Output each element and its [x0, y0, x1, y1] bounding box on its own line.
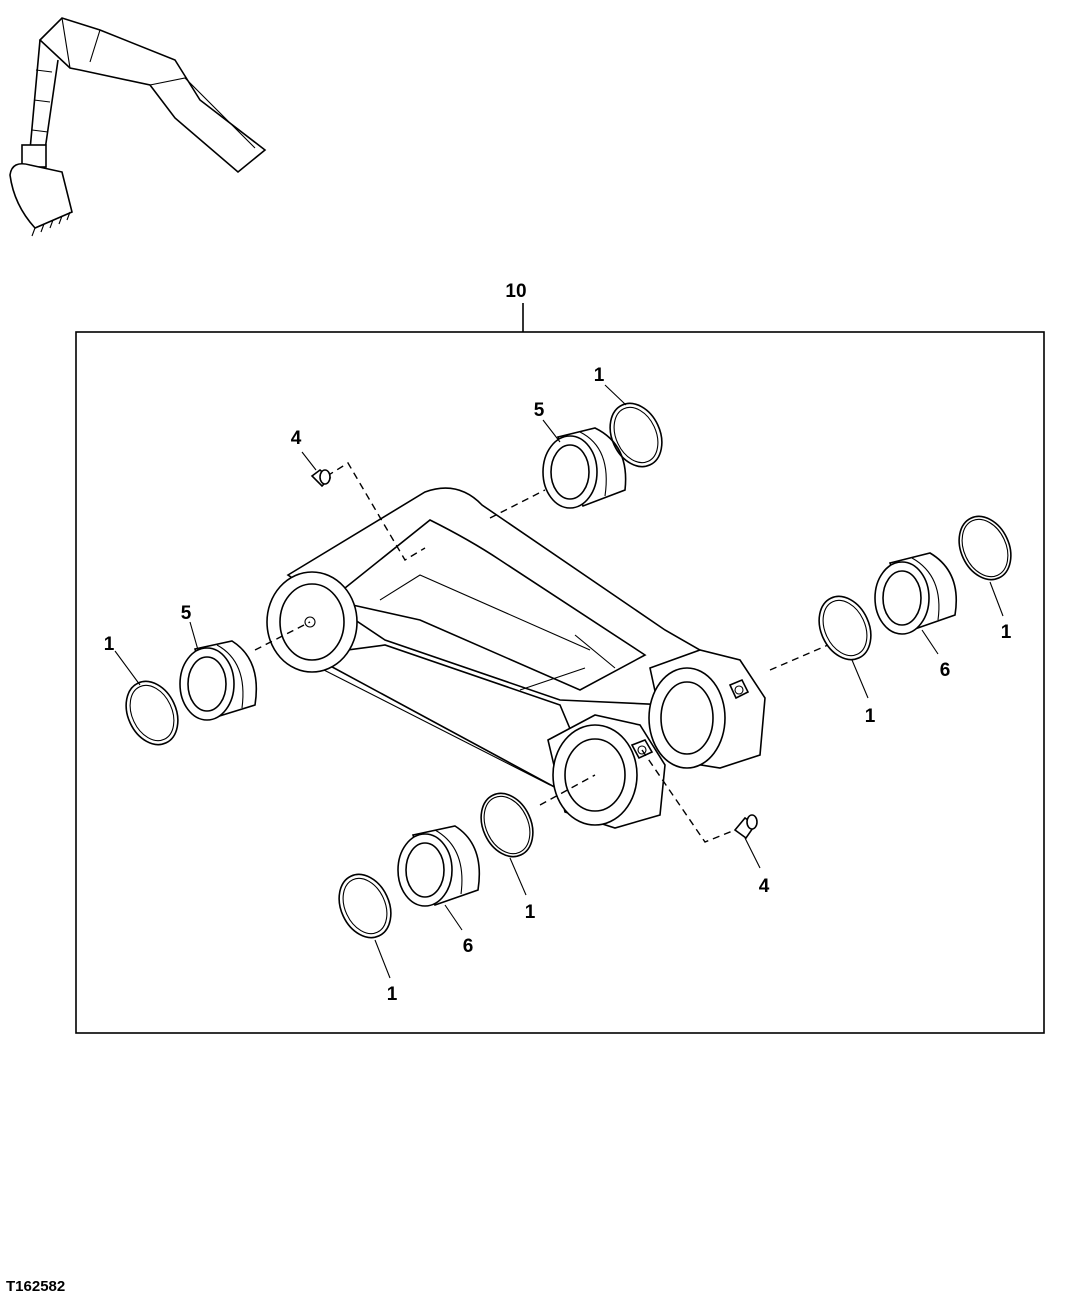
callout-6-right: 6 [940, 660, 951, 681]
seal-ring-mid-right [818, 595, 872, 661]
seal-ring-lower-mid [480, 792, 534, 858]
bushing-lower [397, 825, 481, 907]
callout-4-upper: 4 [291, 428, 302, 449]
bushing-right [874, 552, 957, 635]
figure-id: T162582 [6, 1278, 66, 1295]
grease-fitting-upper [310, 468, 332, 488]
callout-1-mid-right: 1 [865, 706, 876, 727]
callout-labels: 10 1 5 4 5 1 1 6 1 4 1 6 1 [104, 281, 1012, 1005]
callout-1-lower-left: 1 [387, 984, 398, 1005]
bushing-upper-right [542, 427, 627, 509]
callout-leaders [114, 384, 1004, 979]
bushing-left [179, 640, 258, 721]
callout-1-top-right: 1 [594, 365, 605, 386]
callout-5-upper: 5 [534, 400, 545, 421]
callout-6-lower: 6 [463, 936, 474, 957]
link-body [266, 487, 766, 829]
seal-ring-far-right [958, 515, 1012, 581]
callout-1-left: 1 [104, 634, 115, 655]
seal-ring-lower-left [338, 873, 392, 939]
callout-1-lower-mid: 1 [525, 902, 536, 923]
backhoe-locator-icon [9, 17, 267, 237]
callout-1-far-right: 1 [1001, 622, 1012, 643]
seal-ring-left [125, 680, 179, 746]
callout-10: 10 [505, 281, 526, 302]
alignment-lines [254, 462, 829, 843]
callout-4-lower: 4 [759, 876, 770, 897]
seal-ring-top-right [609, 402, 663, 468]
grease-fitting-lower [733, 814, 758, 840]
assembly-frame [75, 331, 1045, 1034]
callout-5-left: 5 [181, 603, 192, 624]
